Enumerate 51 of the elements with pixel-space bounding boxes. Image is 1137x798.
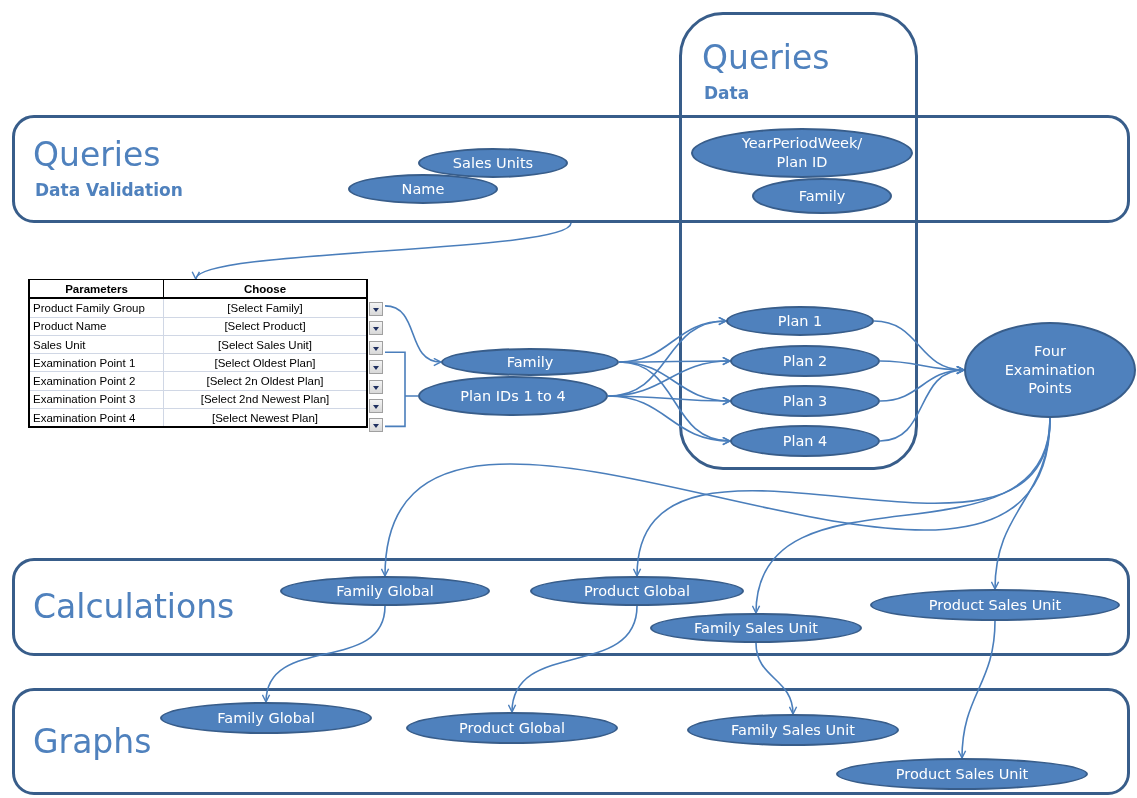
ellipse-node: Four Examination Points <box>964 322 1136 418</box>
section-heading: Queries <box>702 41 830 74</box>
ellipse-node: Sales Units <box>418 148 568 178</box>
section-subheading: Data Validation <box>35 182 183 199</box>
table-cell: Examination Point 1 <box>29 353 164 372</box>
ellipse-node: Product Sales Unit <box>836 758 1088 790</box>
table-cell: [Select Product] <box>163 317 367 336</box>
ellipse-node: Product Global <box>406 712 618 744</box>
ellipse-node: Family Sales Unit <box>650 613 862 643</box>
table-cell: Examination Point 4 <box>29 408 164 428</box>
table-cell: [Select 2n Oldest Plan] <box>163 372 367 391</box>
table-header: Parameters <box>29 279 164 299</box>
ellipse-node: Family <box>752 178 892 214</box>
arrow <box>384 305 442 366</box>
bracket-connector <box>384 351 419 428</box>
ellipse-node: Family <box>441 348 619 376</box>
ellipse-node: Family Global <box>160 702 372 734</box>
arrow <box>508 605 638 713</box>
table-cell: Examination Point 2 <box>29 372 164 391</box>
table-cell: [Select Oldest Plan] <box>163 353 367 372</box>
section-heading: Graphs <box>33 724 152 758</box>
ellipse-node: Name <box>348 174 498 204</box>
parameter-table <box>28 279 385 429</box>
table-cell: [Select Sales Unit] <box>163 335 367 354</box>
ellipse-node: Family Global <box>280 576 490 606</box>
ellipse-node: YearPeriodWeek/ Plan ID <box>691 128 913 178</box>
section-heading: Queries <box>33 138 161 171</box>
section-heading: Calculations <box>33 590 235 623</box>
table-cell: Product Family Group <box>29 298 164 318</box>
table-cell: Examination Point 3 <box>29 390 164 409</box>
ellipse-node: Plan 4 <box>730 425 880 457</box>
ellipse-node: Plan 2 <box>730 345 880 377</box>
section-subheading: Data <box>704 85 750 102</box>
table-cell: [Select Family] <box>163 298 367 318</box>
ellipse-node: Family Sales Unit <box>687 714 899 746</box>
ellipse-node: Product Global <box>530 576 744 606</box>
ellipse-node: Plan 3 <box>730 385 880 417</box>
table-cell: [Select Newest Plan] <box>163 408 367 428</box>
table-cell: Product Name <box>29 317 164 336</box>
table-cell: Sales Unit <box>29 335 164 354</box>
ellipse-node: Plan IDs 1 to 4 <box>418 376 608 416</box>
arrow <box>262 605 386 703</box>
table-header: Choose <box>163 279 367 299</box>
arrow <box>879 366 965 442</box>
ellipse-node: Plan 1 <box>726 306 874 336</box>
ellipse-node: Product Sales Unit <box>870 589 1120 621</box>
section-panel <box>12 558 1130 656</box>
arrow <box>755 642 797 715</box>
table-cell: [Select 2nd Newest Plan] <box>163 390 367 409</box>
section-panel <box>12 688 1130 795</box>
arrow <box>958 620 996 759</box>
